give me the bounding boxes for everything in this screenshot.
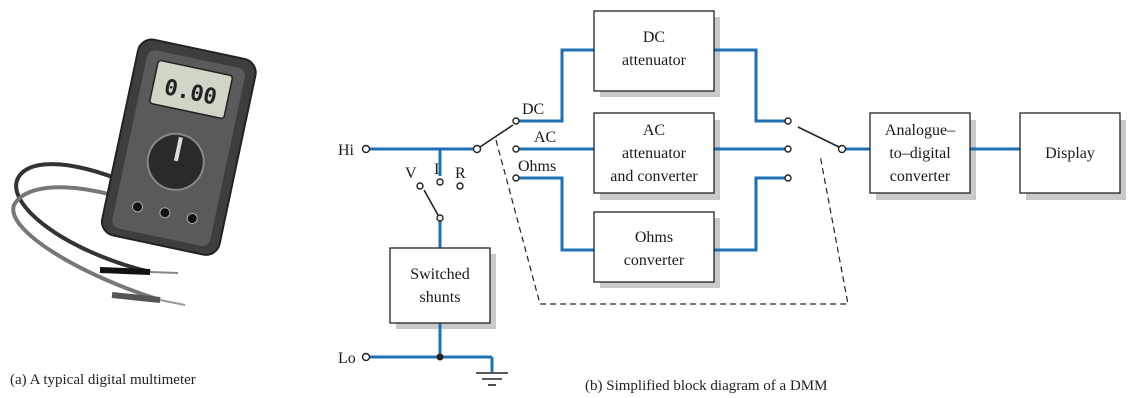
output-switch-arm [797, 126, 840, 148]
dc-attenuator-label-2: attenuator [622, 52, 687, 69]
r-contact [456, 182, 464, 190]
adc-block [869, 112, 971, 194]
jack-com [132, 201, 144, 213]
ground-icon [476, 372, 508, 386]
wire-dc-in [518, 48, 594, 123]
block-shadows [396, 17, 1126, 329]
ac-label: AC [534, 129, 556, 146]
ac-converter-label-1: AC [643, 122, 665, 139]
jack-v [159, 207, 171, 219]
block-labels: DC attenuator AC attenuator and converte… [410, 29, 1095, 306]
output-switch-pivot [837, 144, 847, 154]
diagram-labels: Hi Lo V I R DC AC Ohms [338, 101, 556, 367]
range-switch-pivot [472, 144, 482, 154]
ac-contact [512, 145, 520, 153]
function-switch-arm [423, 189, 439, 216]
adc-label-1: Analogue– [885, 122, 956, 139]
dc-attenuator-label-1: DC [643, 29, 665, 46]
blocks [389, 10, 1121, 324]
ac-converter-label-3: and converter [610, 168, 698, 185]
photo-caption: (a) A typical digital multimeter [10, 372, 196, 388]
display-label: Display [1045, 145, 1095, 162]
v-contact [416, 182, 424, 190]
hi-terminal [361, 144, 371, 154]
ohms-converter-label-2: converter [624, 252, 685, 269]
range-switch-arm [479, 124, 514, 148]
output-dc-contact [784, 117, 792, 125]
dc-attenuator-block [593, 10, 715, 92]
probe-tip-gray [159, 299, 186, 306]
ac-converter-label-2: attenuator [622, 145, 687, 162]
ohms-converter-label-1: Ohms [635, 229, 673, 246]
function-switch-pivot [436, 214, 444, 222]
ohms-converter-block [593, 211, 715, 283]
rotary-dial [146, 132, 205, 191]
lo-terminal [361, 352, 371, 362]
ohms-label: Ohms [518, 158, 556, 175]
probe-black [99, 267, 151, 275]
signal-wires [370, 48, 1020, 372]
adc-label-3: converter [890, 168, 951, 185]
probe-gray [111, 292, 161, 303]
wire-ohms-in [518, 176, 594, 252]
dc-label: DC [522, 101, 544, 118]
switched-shunts-block [389, 247, 491, 324]
wire-dc-out [714, 48, 785, 123]
switched-shunts-label-2: shunts [420, 289, 461, 306]
ohms-contact [512, 174, 520, 182]
lcd-screen [149, 59, 234, 120]
switched-shunts-label-1: Switched [410, 266, 470, 283]
jack-a [186, 213, 198, 225]
switch-contacts [361, 117, 847, 362]
wire-ohms-out [714, 176, 785, 252]
ganged-switch-linkage [495, 139, 849, 305]
lo-junction-dot [436, 353, 444, 361]
dc-contact [512, 117, 520, 125]
output-ohms-contact [784, 174, 792, 182]
v-label: V [405, 165, 417, 182]
multimeter-illustration: 0.00 [11, 38, 257, 306]
lo-label: Lo [338, 350, 356, 367]
output-ac-contact [784, 145, 792, 153]
i-label: I [434, 161, 439, 178]
switch-arms [423, 124, 840, 216]
hi-label: Hi [338, 142, 355, 159]
display-block [1019, 112, 1121, 194]
probe-tip-black [149, 271, 179, 274]
r-label: R [455, 165, 466, 182]
i-contact [436, 178, 444, 186]
dial-pointer [173, 136, 183, 162]
diagram-caption: (b) Simplified block diagram of a DMM [585, 378, 828, 394]
ac-converter-block [593, 112, 715, 194]
adc-label-2: to–digital [889, 145, 951, 162]
